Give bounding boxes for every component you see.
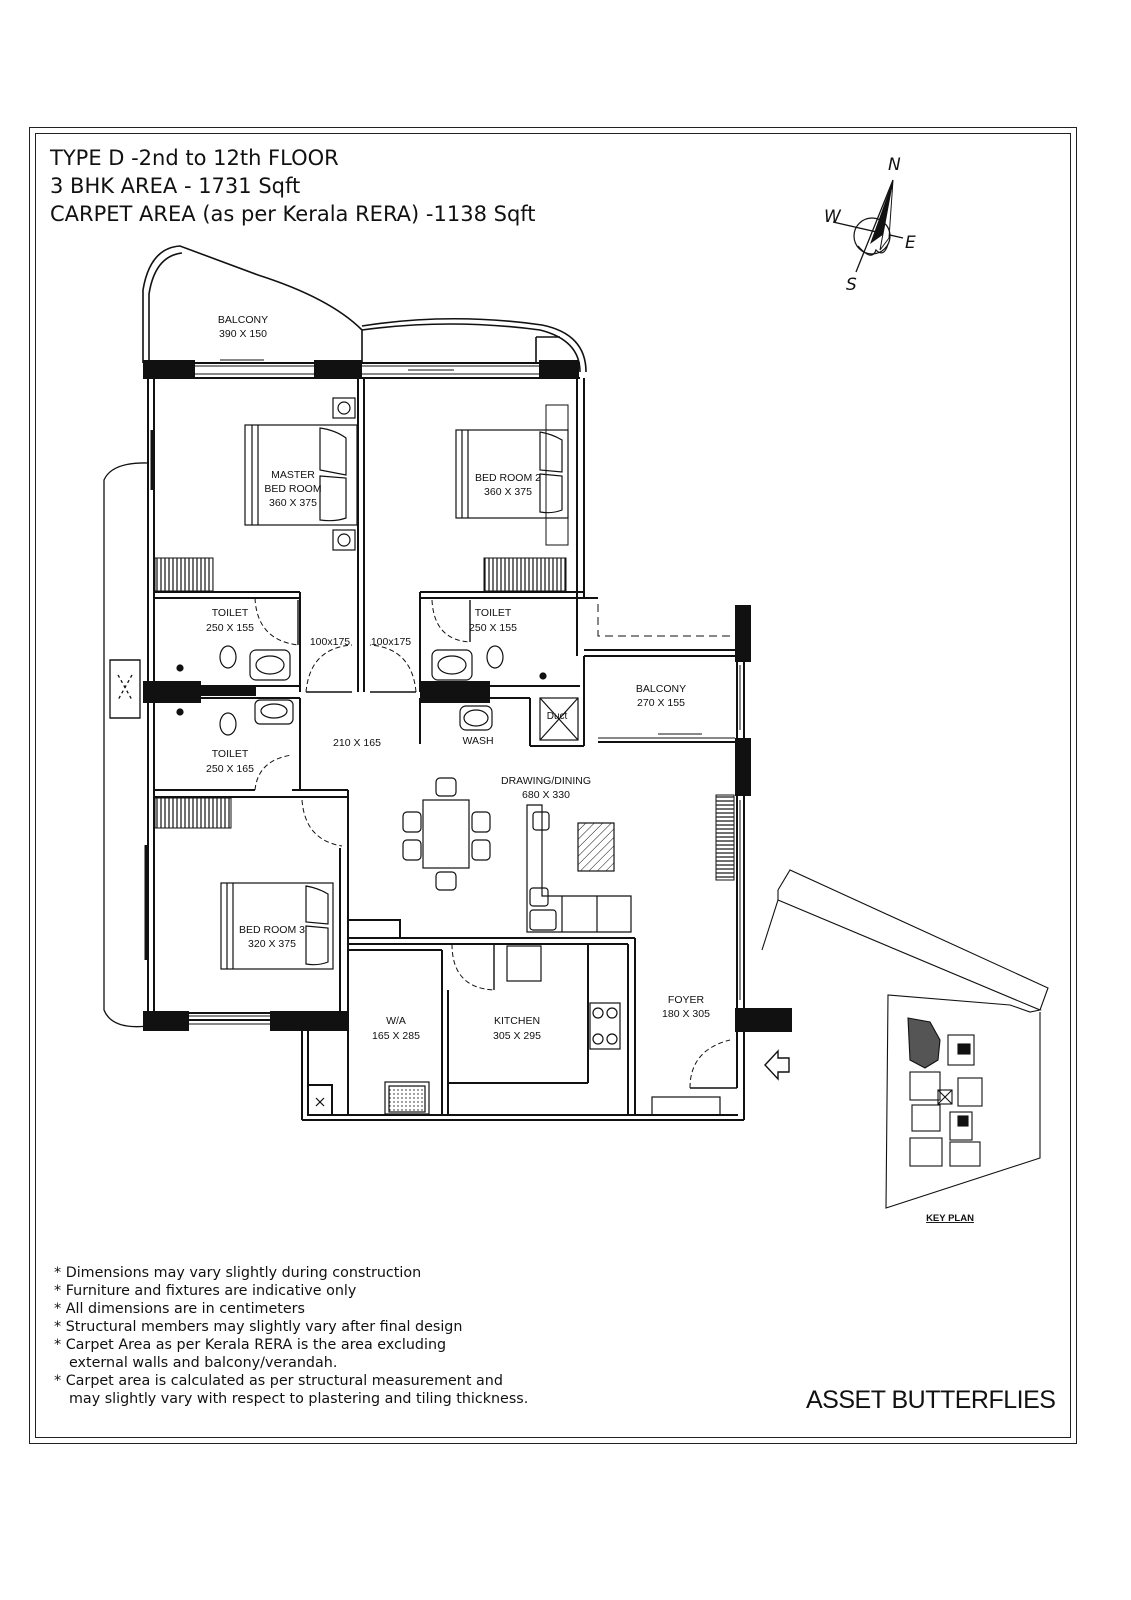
note-6-cont: may slightly vary with respect to plaste…	[69, 1391, 529, 1407]
key-plan: KEY PLAN	[761, 869, 1049, 1224]
drawing-dim: 680 X 330	[522, 789, 570, 801]
kitchen-dim: 305 X 295	[493, 1030, 541, 1042]
wa-dim: 165 X 285	[372, 1030, 420, 1042]
dining-table-icon	[402, 777, 491, 891]
bed2-wardrobe	[483, 557, 567, 592]
toilet-bed2-name: TOILET	[475, 607, 512, 619]
compass-north: N	[888, 155, 901, 175]
walls	[143, 362, 745, 1121]
columns	[143, 360, 792, 1032]
toilet-master-name: TOILET	[212, 607, 249, 619]
bed3-wardrobe	[154, 797, 232, 829]
duct-name: Duct	[547, 711, 568, 722]
unit-type-title: TYPE D -2nd to 12th FLOOR	[50, 146, 339, 170]
bhk-area: 3 BHK AREA - 1731 Sqft	[50, 174, 301, 198]
master-bed-icon	[244, 397, 358, 551]
bed2-dim: 360 X 375	[484, 486, 532, 498]
foyer-dim: 180 X 305	[662, 1008, 710, 1020]
key-plan-label: KEY PLAN	[926, 1213, 974, 1224]
toilet-master-dim: 250 X 155	[206, 622, 254, 634]
lobby-dim: 210 X 165	[333, 737, 381, 749]
outer-frame	[29, 127, 1077, 1444]
note-5: * Carpet Area as per Kerala RERA is the …	[54, 1337, 447, 1353]
bed3-dim: 320 X 375	[248, 938, 296, 950]
plan-header: TYPE D -2nd to 12th FLOOR 3 BHK AREA - 1…	[50, 144, 536, 228]
balcony-dashed-edge	[597, 604, 735, 637]
disclaimer-notes: * Dimensions may vary slightly during co…	[54, 1264, 528, 1408]
brand-name: ASSET BUTTERFLIES	[806, 1386, 1056, 1414]
inner-frame	[35, 133, 1071, 1438]
passage-b-dim: 100x175	[371, 636, 411, 648]
toilet-bed2-dim: 250 X 155	[469, 622, 517, 634]
sofa-set-icon	[526, 804, 632, 933]
compass-east: E	[905, 233, 916, 253]
drawing-name: DRAWING/DINING	[501, 775, 591, 787]
toilet-common-dim: 250 X 165	[206, 763, 254, 775]
bed3-icon	[220, 882, 334, 970]
balcony-top-dim: 390 X 150	[219, 328, 267, 340]
foyer-shoe-rack	[715, 794, 735, 881]
window-strips	[144, 359, 741, 1025]
balcony-top-outline	[142, 245, 587, 373]
toilet-common-name: TOILET	[212, 748, 249, 760]
wa-name: W/A	[386, 1015, 406, 1027]
balcony-right-name: BALCONY	[636, 683, 686, 695]
kitchen-fixtures	[315, 945, 721, 1116]
kitchen-name: KITCHEN	[494, 1015, 540, 1027]
toilet-fixtures	[176, 645, 579, 741]
note-2: * Furniture and fixtures are indicative …	[54, 1283, 357, 1299]
balcony-right-dim: 270 X 155	[637, 697, 685, 709]
compass-south: S	[846, 275, 857, 295]
bed3-name: BED ROOM 3	[239, 924, 305, 936]
bed2-icon	[455, 429, 569, 519]
door-swings	[254, 597, 731, 1089]
room-labels: BALCONY 390 X 150 MASTER BED ROOM 360 X …	[206, 314, 710, 1042]
master-wardrobe	[154, 557, 214, 592]
note-5-cont: external walls and balcony/verandah.	[69, 1355, 338, 1371]
note-4: * Structural members may slightly vary a…	[54, 1319, 463, 1335]
note-1: * Dimensions may vary slightly during co…	[54, 1265, 422, 1281]
master-bed-dim: 360 X 375	[269, 497, 317, 509]
foyer-name: FOYER	[668, 994, 705, 1006]
balcony-top-name: BALCONY	[218, 314, 268, 326]
master-bed-name2: BED ROOM	[264, 483, 321, 495]
note-6: * Carpet area is calculated as per struc…	[54, 1373, 503, 1389]
compass-rose-icon: N W E S	[824, 155, 916, 295]
wash-name: WASH	[462, 735, 493, 747]
passage-a-dim: 100x175	[310, 636, 350, 648]
door-leaves	[297, 600, 737, 1089]
left-bay	[103, 462, 149, 1028]
note-3: * All dimensions are in centimeters	[54, 1301, 306, 1317]
bed2-name: BED ROOM 2	[475, 472, 541, 484]
compass-west: W	[824, 207, 842, 227]
carpet-area: CARPET AREA (as per Kerala RERA) -1138 S…	[50, 202, 536, 226]
entrance-arrow-icon	[764, 1049, 790, 1081]
master-bed-name1: MASTER	[271, 469, 315, 481]
